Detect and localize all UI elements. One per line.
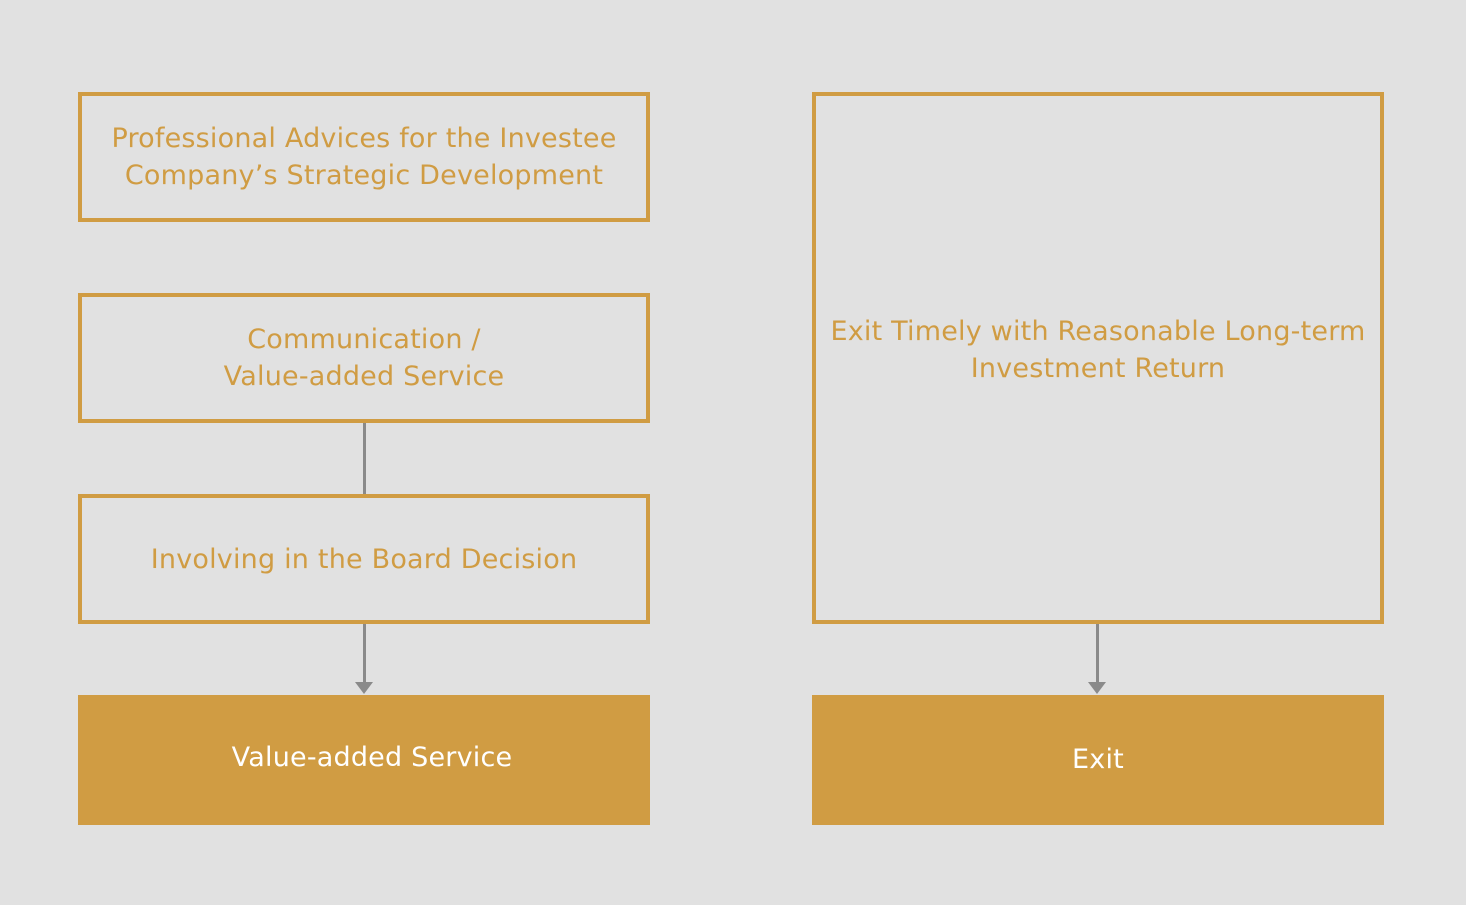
value-added-service-box: Value-added Service	[78, 695, 650, 825]
board-decision-box: Involving in the Board Decision	[78, 494, 650, 624]
exit-label: Exit	[1072, 743, 1124, 775]
communication-label: Communication / Value-added Service	[223, 324, 505, 392]
value-added-service-label: Value-added Service	[231, 741, 513, 773]
arrow-down-icon	[355, 682, 373, 694]
communication-box: Communication / Value-added Service	[78, 293, 650, 423]
board-decision-label: Involving in the Board Decision	[150, 543, 578, 575]
arrow-down-icon	[1088, 682, 1106, 694]
connector-exit-timely-to-exit	[1096, 624, 1099, 683]
connector-communication-to-board	[363, 423, 366, 494]
connector-board-to-value-added	[363, 624, 366, 683]
strategic-advice-box: Professional Advices for the Investee Co…	[78, 92, 650, 222]
exit-timely-label: Exit Timely with Reasonable Long-term In…	[830, 316, 1366, 384]
exit-box: Exit	[812, 695, 1384, 825]
strategic-advice-label: Professional Advices for the Investee Co…	[111, 123, 617, 191]
exit-timely-box: Exit Timely with Reasonable Long-term In…	[812, 92, 1384, 624]
